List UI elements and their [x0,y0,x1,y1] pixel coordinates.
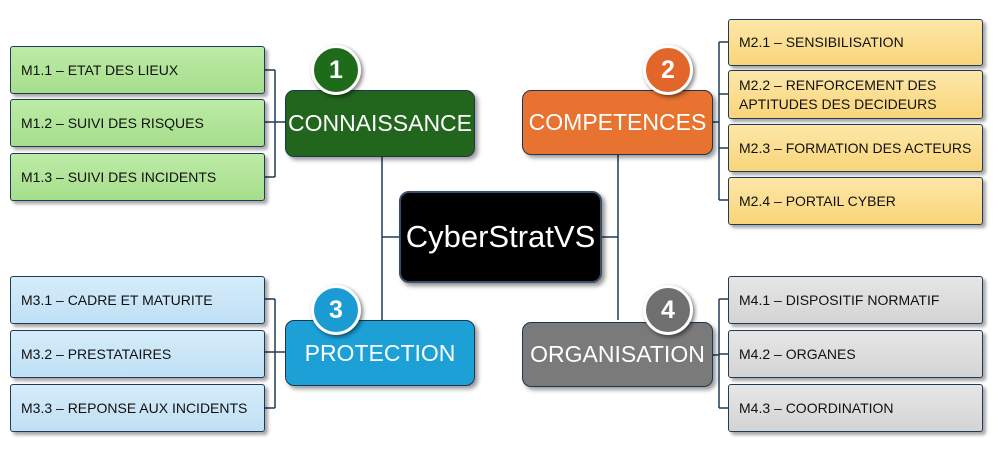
badge-4: 4 [643,285,693,335]
item-m1-2: M1.2 – SUIVI DES RISQUES [10,99,265,147]
center-node: CyberStratVS [399,191,602,283]
item-m1-1: M1.1 – ETAT DES LIEUX [10,46,265,94]
category-competences: COMPETENCES [522,90,713,155]
item-m4-2: M4.2 – ORGANES [728,330,983,378]
item-m3-1: M3.1 – CADRE ET MATURITE [10,276,265,324]
item-m2-3: M2.3 – FORMATION DES ACTEURS [728,124,983,172]
item-m3-3: M3.3 – REPONSE AUX INCIDENTS [10,384,265,432]
category-protection: PROTECTION [285,320,475,386]
item-m3-2: M3.2 – PRESTATAIRES [10,330,265,378]
item-m4-1: M4.1 – DISPOSITIF NORMATIF [728,276,983,324]
item-m4-3: M4.3 – COORDINATION [728,384,983,432]
category-organisation: ORGANISATION [522,322,713,387]
item-m1-3: M1.3 – SUIVI DES INCIDENTS [10,153,265,201]
item-m2-4: M2.4 – PORTAIL CYBER [728,177,983,225]
badge-1: 1 [311,45,361,95]
category-connaissance: CONNAISSANCE [285,90,475,157]
item-m2-1: M2.1 – SENSIBILISATION [728,19,983,66]
badge-2: 2 [643,45,693,95]
badge-3: 3 [311,285,361,335]
item-m2-2: M2.2 – RENFORCEMENT DES APTITUDES DES DE… [728,70,983,119]
